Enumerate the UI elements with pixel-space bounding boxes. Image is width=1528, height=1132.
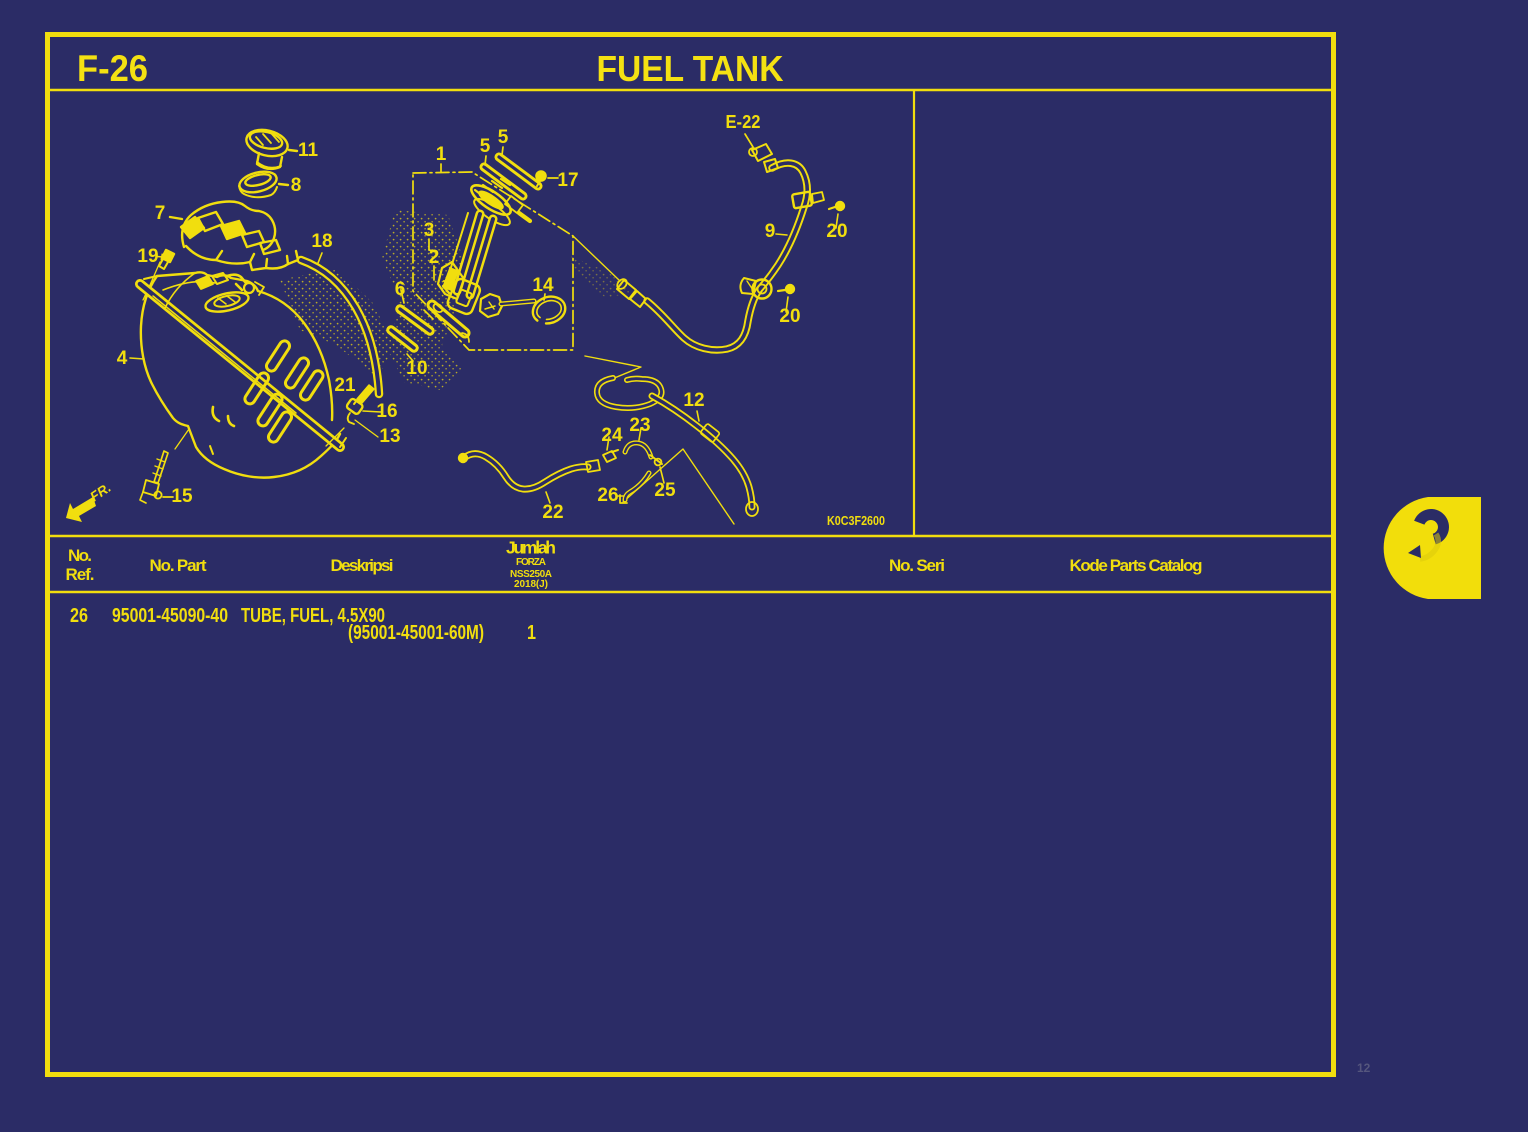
svg-text:17: 17 xyxy=(557,170,578,191)
svg-text:24: 24 xyxy=(601,425,623,446)
svg-text:No. Seri: No. Seri xyxy=(889,556,945,575)
svg-text:20: 20 xyxy=(779,306,800,327)
svg-text:Jumlah: Jumlah xyxy=(506,538,556,558)
svg-text:15: 15 xyxy=(171,486,193,507)
svg-text:9: 9 xyxy=(765,221,776,242)
svg-text:2: 2 xyxy=(429,247,440,268)
svg-text:3: 3 xyxy=(424,220,435,241)
svg-text:26: 26 xyxy=(597,485,618,506)
svg-text:13: 13 xyxy=(379,426,400,447)
svg-text:12: 12 xyxy=(1357,1061,1371,1075)
svg-text:18: 18 xyxy=(311,231,332,252)
svg-text:20: 20 xyxy=(826,221,847,242)
svg-text:No.: No. xyxy=(68,546,92,565)
svg-text:26: 26 xyxy=(70,605,88,627)
svg-text:Kode Parts Catalog: Kode Parts Catalog xyxy=(1070,556,1203,575)
svg-text:No. Part: No. Part xyxy=(150,556,207,575)
svg-text:12: 12 xyxy=(683,390,704,411)
svg-text:10: 10 xyxy=(406,358,427,379)
svg-text:FUEL TANK: FUEL TANK xyxy=(597,48,784,89)
svg-text:5: 5 xyxy=(480,136,491,157)
svg-text:1: 1 xyxy=(436,144,447,165)
svg-text:16: 16 xyxy=(376,401,397,422)
svg-text:5: 5 xyxy=(498,127,509,148)
svg-text:2018(J): 2018(J) xyxy=(514,579,548,590)
svg-text:F-26: F-26 xyxy=(77,48,148,89)
svg-text:NSS250A: NSS250A xyxy=(510,569,552,580)
svg-text:E-22: E-22 xyxy=(726,112,761,132)
svg-text:8: 8 xyxy=(291,175,302,196)
svg-text:K0C3F2600: K0C3F2600 xyxy=(827,514,885,528)
svg-text:25: 25 xyxy=(654,480,676,501)
svg-text:(95001-45001-60M): (95001-45001-60M) xyxy=(348,622,484,644)
svg-text:95001-45090-40: 95001-45090-40 xyxy=(112,605,228,627)
svg-text:1: 1 xyxy=(527,622,536,644)
svg-text:21: 21 xyxy=(334,375,356,396)
svg-text:6: 6 xyxy=(395,279,406,300)
svg-text:4: 4 xyxy=(117,348,128,369)
svg-text:11: 11 xyxy=(298,140,319,161)
svg-text:Deskripsi: Deskripsi xyxy=(331,556,394,575)
svg-text:19: 19 xyxy=(137,246,158,267)
svg-text:23: 23 xyxy=(629,415,650,436)
svg-text:22: 22 xyxy=(542,502,563,523)
svg-text:14: 14 xyxy=(532,275,554,296)
svg-text:TUBE, FUEL, 4.5X90: TUBE, FUEL, 4.5X90 xyxy=(241,605,385,627)
svg-text:7: 7 xyxy=(155,203,166,224)
svg-text:Ref.: Ref. xyxy=(66,565,95,584)
svg-text:FORZA: FORZA xyxy=(516,557,546,568)
